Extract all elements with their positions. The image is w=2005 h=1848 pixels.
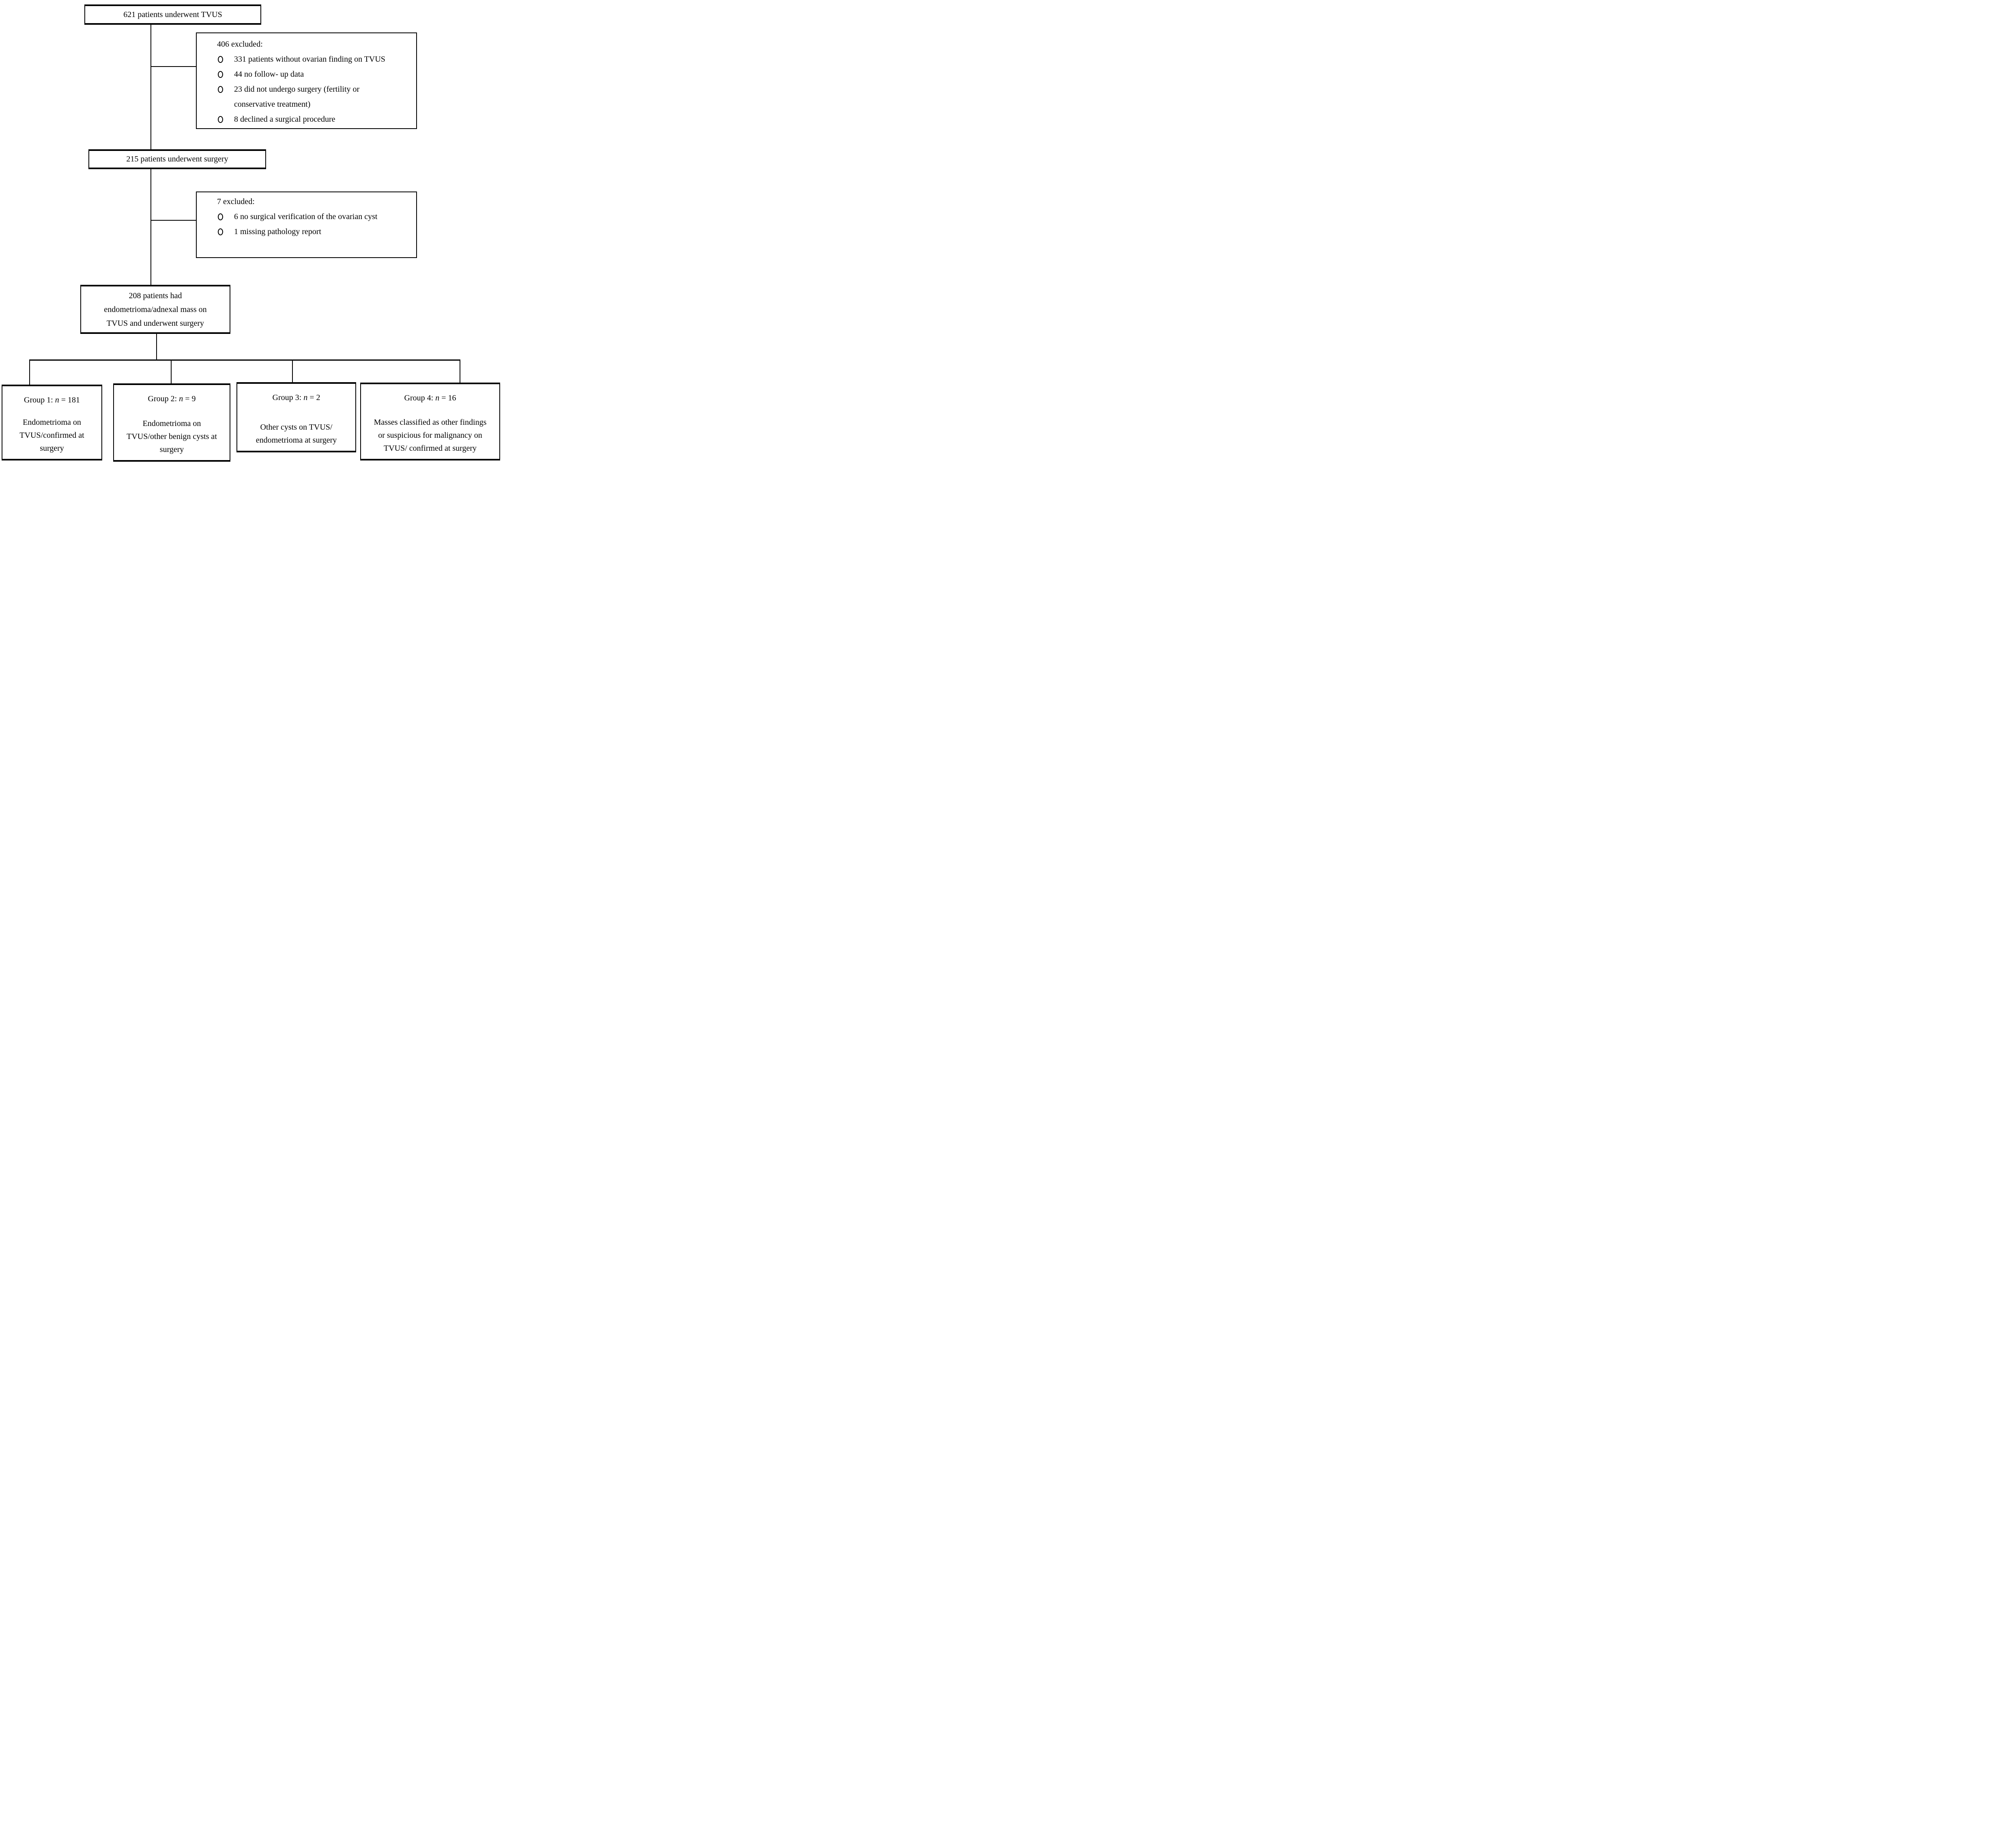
connector-branch-excluded-1 bbox=[150, 66, 196, 67]
excluded-2-item-1-text: 6 no surgical verification of the ovaria… bbox=[234, 212, 378, 221]
excluded-box-1-heading: 406 excluded: bbox=[217, 40, 263, 49]
connector-stem-final-to-groups bbox=[156, 334, 157, 360]
group-1-line-2: TVUS/confirmed at bbox=[19, 431, 84, 440]
group-1-n-symbol: n bbox=[55, 396, 59, 404]
circle-bullet-icon bbox=[218, 213, 223, 220]
group-3-title: Group 3: n = 2 bbox=[272, 393, 320, 402]
circle-bullet-icon bbox=[218, 116, 223, 123]
group-box-1: Group 1: n = 181 Endometrioma on TVUS/co… bbox=[2, 385, 102, 460]
excluded-1-item-1-text: 331 patients without ovarian finding on … bbox=[234, 55, 385, 64]
group-1-title: Group 1: n = 181 bbox=[24, 396, 80, 404]
connector-drop-group-3 bbox=[292, 361, 293, 383]
flow-box-tvus-label: 621 patients underwent TVUS bbox=[123, 10, 222, 19]
connector-stem-tvus-to-surgery bbox=[150, 25, 151, 149]
excluded-1-item-3: 23 did not undergo surgery (fertility or… bbox=[197, 82, 416, 112]
group-3-n-symbol: n bbox=[303, 393, 308, 402]
circle-bullet-icon bbox=[218, 86, 223, 93]
excluded-2-item-2: 1 missing pathology report bbox=[197, 224, 416, 239]
flow-box-final: 208 patients had endometrioma/adnexal ma… bbox=[80, 285, 230, 334]
group-4-line-3: TVUS/ confirmed at surgery bbox=[383, 444, 477, 453]
excluded-1-item-4-text: 8 declined a surgical procedure bbox=[234, 115, 335, 124]
excluded-box-2: 7 excluded: 6 no surgical verification o… bbox=[196, 191, 417, 258]
group-4-title: Group 4: n = 16 bbox=[404, 394, 456, 402]
circle-bullet-icon bbox=[218, 228, 223, 235]
excluded-1-item-3-text-line-2: conservative treatment) bbox=[234, 100, 311, 109]
excluded-1-item-3-text-line-1: 23 did not undergo surgery (fertility or bbox=[234, 85, 360, 94]
circle-bullet-icon bbox=[218, 71, 223, 78]
flow-box-tvus: 621 patients underwent TVUS bbox=[84, 4, 261, 25]
connector-stem-surgery-to-final bbox=[150, 169, 151, 285]
excluded-box-1: 406 excluded: 331 patients without ovari… bbox=[196, 32, 417, 129]
excluded-1-item-4: 8 declined a surgical procedure bbox=[197, 112, 416, 127]
excluded-2-item-1: 6 no surgical verification of the ovaria… bbox=[197, 209, 416, 224]
group-2-description: Endometrioma on TVUS/other benign cysts … bbox=[114, 417, 230, 456]
group-1-line-1: Endometrioma on bbox=[23, 418, 81, 427]
group-1-description: Endometrioma on TVUS/confirmed at surger… bbox=[2, 416, 101, 455]
flow-box-final-line-3: TVUS and underwent surgery bbox=[106, 318, 204, 328]
connector-distribution-bar bbox=[29, 359, 460, 361]
group-box-4: Group 4: n = 16 Masses classified as oth… bbox=[360, 383, 500, 460]
group-4-n-symbol: n bbox=[435, 394, 440, 402]
flow-box-final-line-2: endometrioma/adnexal mass on bbox=[104, 305, 207, 314]
excluded-1-item-2: 44 no follow- up data bbox=[197, 67, 416, 82]
group-3-line-1: Other cysts on TVUS/ bbox=[260, 423, 333, 432]
flow-box-surgery-label: 215 patients underwent surgery bbox=[126, 155, 228, 164]
group-4-line-1: Masses classified as other findings bbox=[374, 418, 487, 427]
group-2-title: Group 2: n = 9 bbox=[148, 394, 196, 403]
flow-box-final-line-1: 208 patients had bbox=[129, 291, 182, 300]
circle-bullet-icon bbox=[218, 56, 223, 63]
group-2-n-symbol: n bbox=[179, 394, 183, 403]
group-box-2: Group 2: n = 9 Endometrioma on TVUS/othe… bbox=[113, 383, 230, 462]
connector-drop-group-2 bbox=[171, 361, 172, 384]
group-2-line-2: TVUS/other benign cysts at bbox=[127, 432, 217, 441]
excluded-1-item-1: 331 patients without ovarian finding on … bbox=[197, 52, 416, 67]
group-2-line-1: Endometrioma on bbox=[142, 419, 201, 428]
excluded-box-2-heading: 7 excluded: bbox=[217, 197, 255, 206]
patient-flow-diagram: 621 patients underwent TVUS 406 excluded… bbox=[0, 0, 501, 462]
group-3-description: Other cysts on TVUS/ endometrioma at sur… bbox=[237, 421, 355, 447]
connector-branch-excluded-2 bbox=[150, 220, 196, 221]
group-4-description: Masses classified as other findings or s… bbox=[361, 416, 499, 455]
excluded-2-item-2-text: 1 missing pathology report bbox=[234, 227, 321, 236]
group-box-3: Group 3: n = 2 Other cysts on TVUS/ endo… bbox=[236, 382, 356, 452]
group-1-line-3: surgery bbox=[40, 444, 64, 453]
group-3-line-2: endometrioma at surgery bbox=[256, 436, 337, 445]
group-4-line-2: or suspicious for malignancy on bbox=[378, 431, 482, 440]
excluded-1-item-2-text: 44 no follow- up data bbox=[234, 70, 304, 79]
flow-box-surgery: 215 patients underwent surgery bbox=[88, 149, 266, 169]
connector-drop-group-1 bbox=[29, 361, 30, 385]
group-2-line-3: surgery bbox=[159, 445, 184, 454]
